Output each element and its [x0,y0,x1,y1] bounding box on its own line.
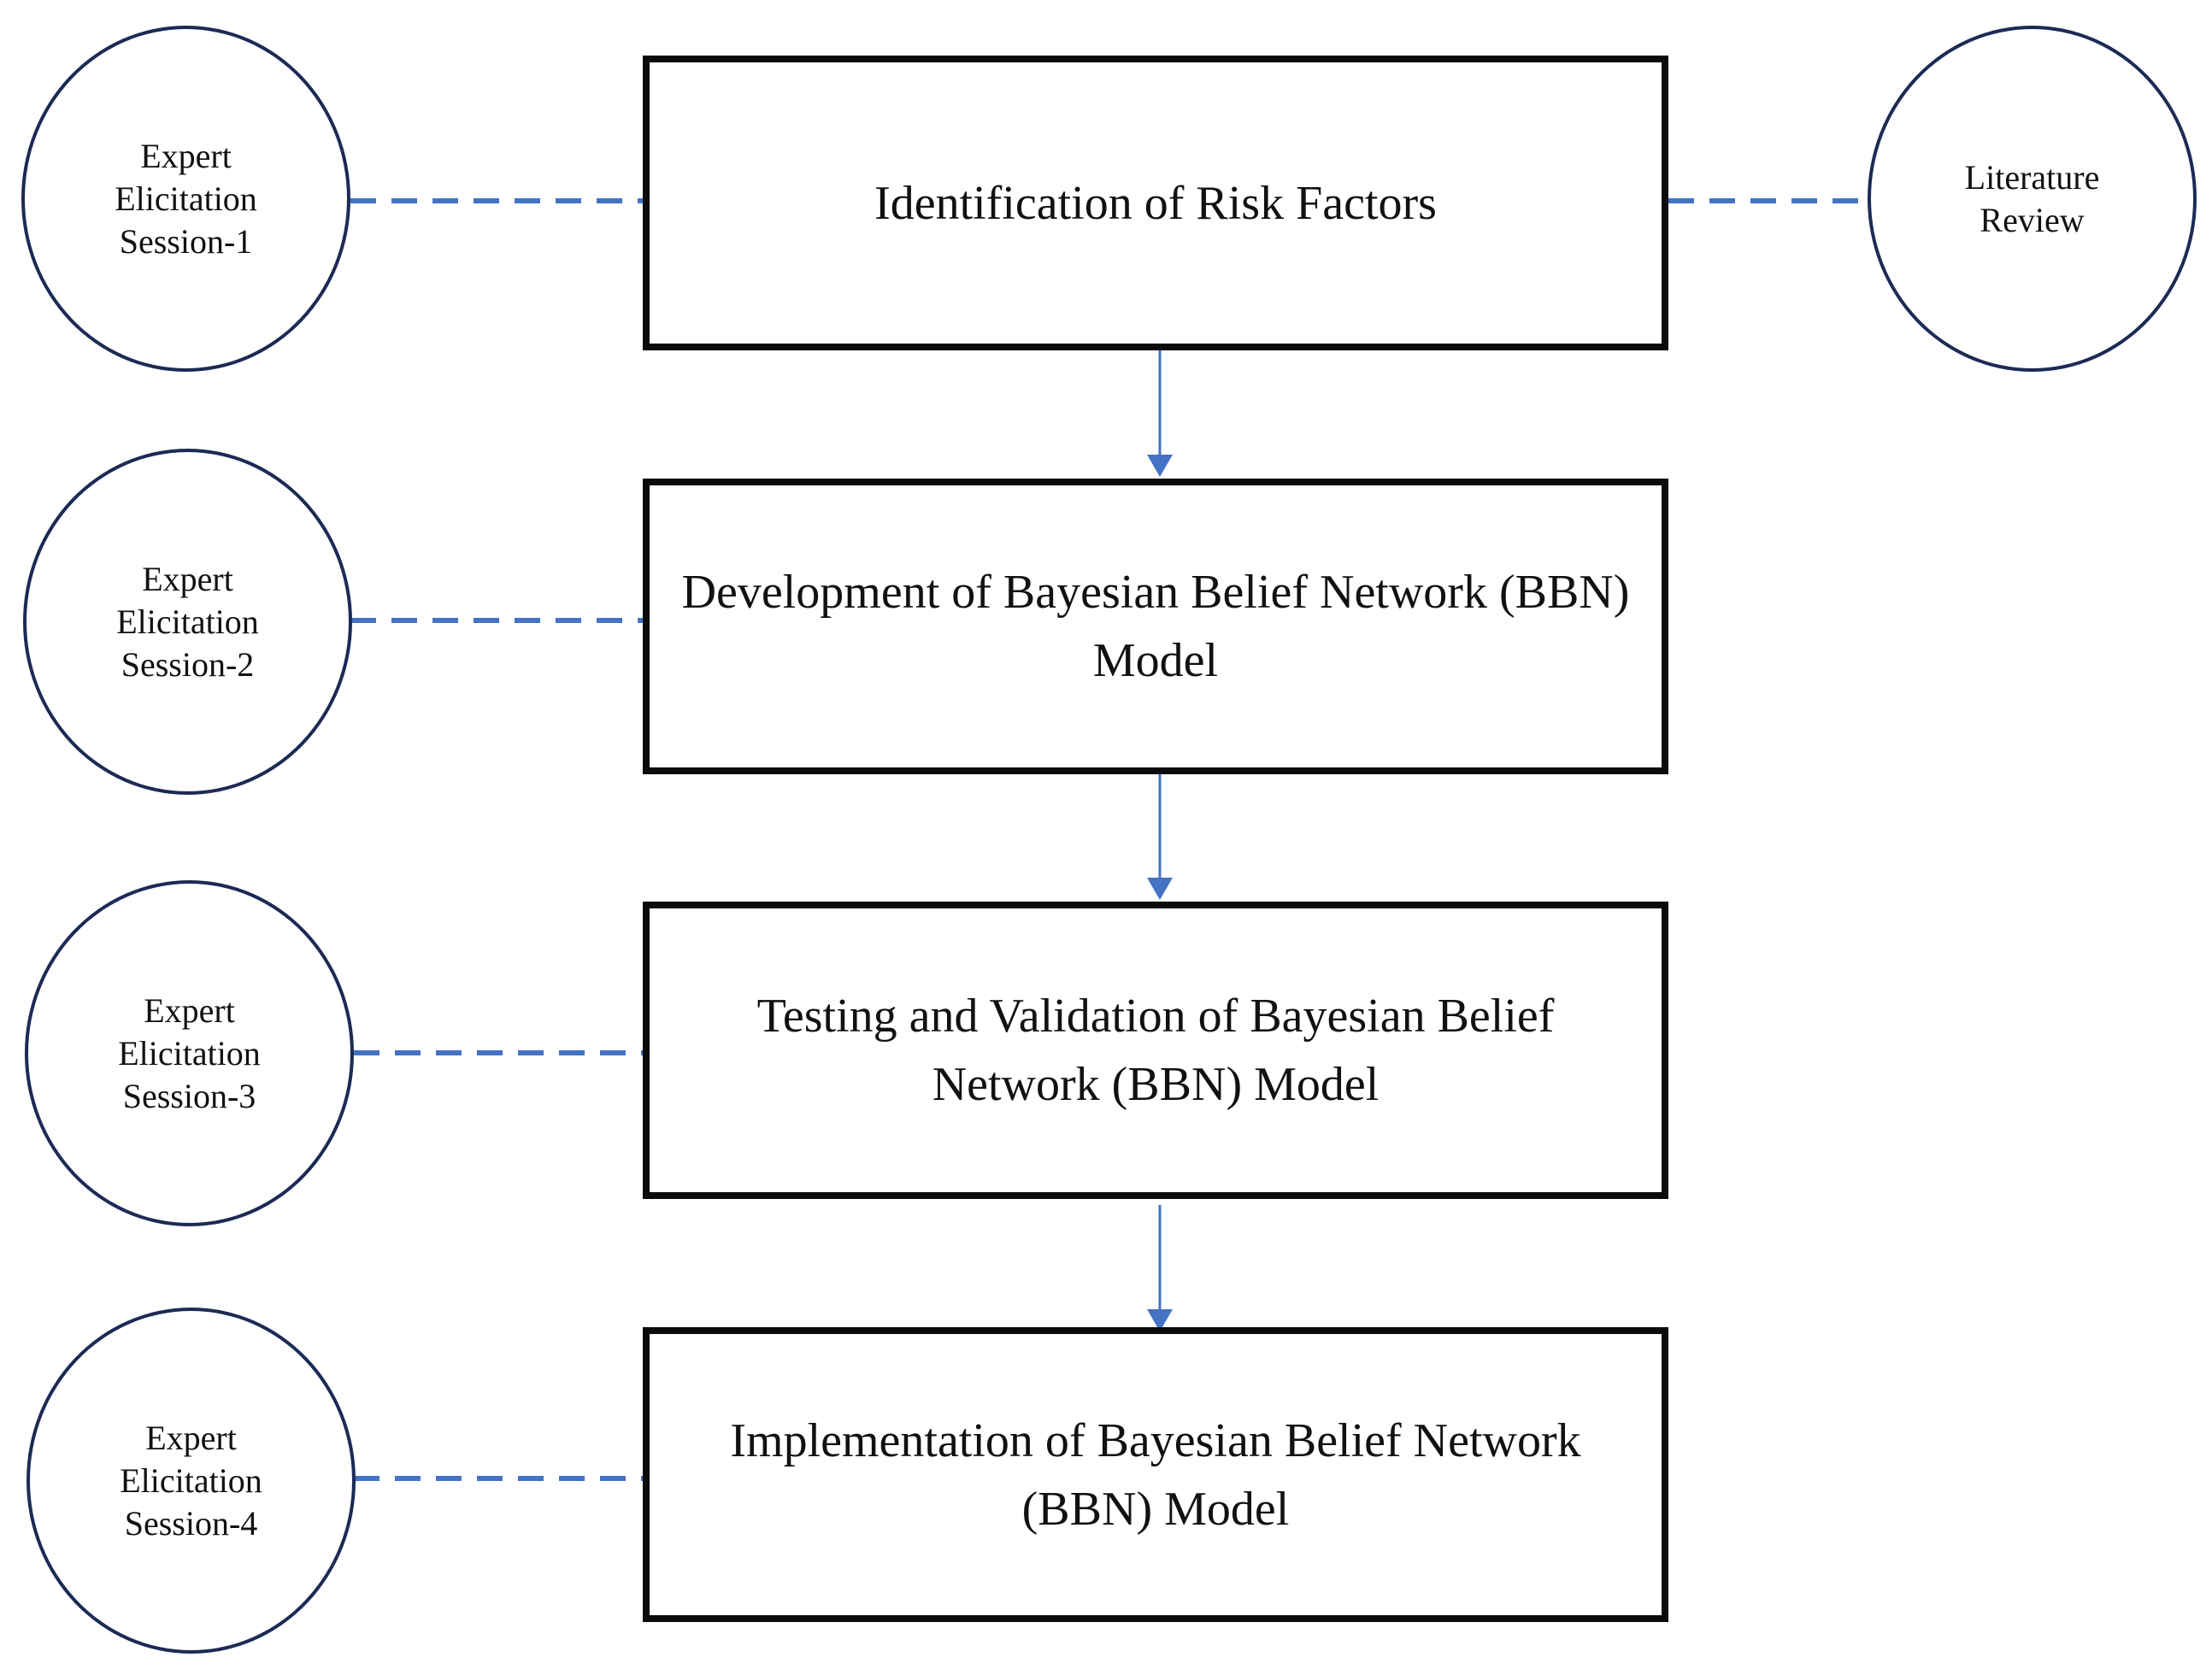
step-4-line-2: (BBN) Model [1021,1482,1290,1536]
session-4-label-line-1: Expert [145,1418,237,1457]
session-3-label-line-2: Elicitation [118,1033,261,1073]
session-1-label-line-3: Session-1 [119,221,253,261]
step-box-identification: Identification of Risk Factors [643,56,1668,350]
session-2-label-line-2: Elicitation [116,602,259,641]
session-2-label-line-3: Session-2 [121,644,255,684]
step-3-line-2: Network (BBN) Model [932,1058,1380,1111]
session-4-label-line-3: Session-4 [124,1503,258,1543]
arrowhead-step4 [1147,1309,1173,1331]
step-box-development: Development of Bayesian Belief Network (… [643,479,1668,774]
step-2-line-2: Model [1092,634,1219,687]
arrowhead-step2 [1147,455,1173,477]
source-circle-session-1: Expert Elicitation Session-1 [21,26,350,372]
source-circle-session-3: Expert Elicitation Session-3 [25,880,354,1226]
step-3-line-1: Testing and Validation of Bayesian Belie… [756,990,1555,1043]
session-4-label-line-2: Elicitation [120,1460,262,1500]
session-1-label-line-2: Elicitation [115,179,257,218]
step-box-testing-validation: Testing and Validation of Bayesian Belie… [643,902,1668,1199]
step-1-line-1: Identification of Risk Factors [874,176,1437,230]
session-2-label-line-1: Expert [142,559,233,598]
session-1-label-line-1: Expert [140,136,232,175]
source-circle-session-4: Expert Elicitation Session-4 [26,1308,356,1654]
arrowhead-step3 [1147,878,1173,900]
literature-label-line-1: Literature [1964,157,2100,197]
source-circle-literature-review: Literature Review [1868,26,2197,372]
source-circle-session-2: Expert Elicitation Session-2 [23,449,352,795]
step-4-line-1: Implementation of Bayesian Belief Networ… [730,1413,1581,1467]
step-box-implementation: Implementation of Bayesian Belief Networ… [643,1327,1668,1622]
literature-label-line-2: Review [1980,200,2085,239]
step-2-line-1: Development of Bayesian Belief Network (… [681,566,1630,619]
session-3-label-line-3: Session-3 [122,1076,256,1115]
session-3-label-line-1: Expert [144,990,235,1030]
